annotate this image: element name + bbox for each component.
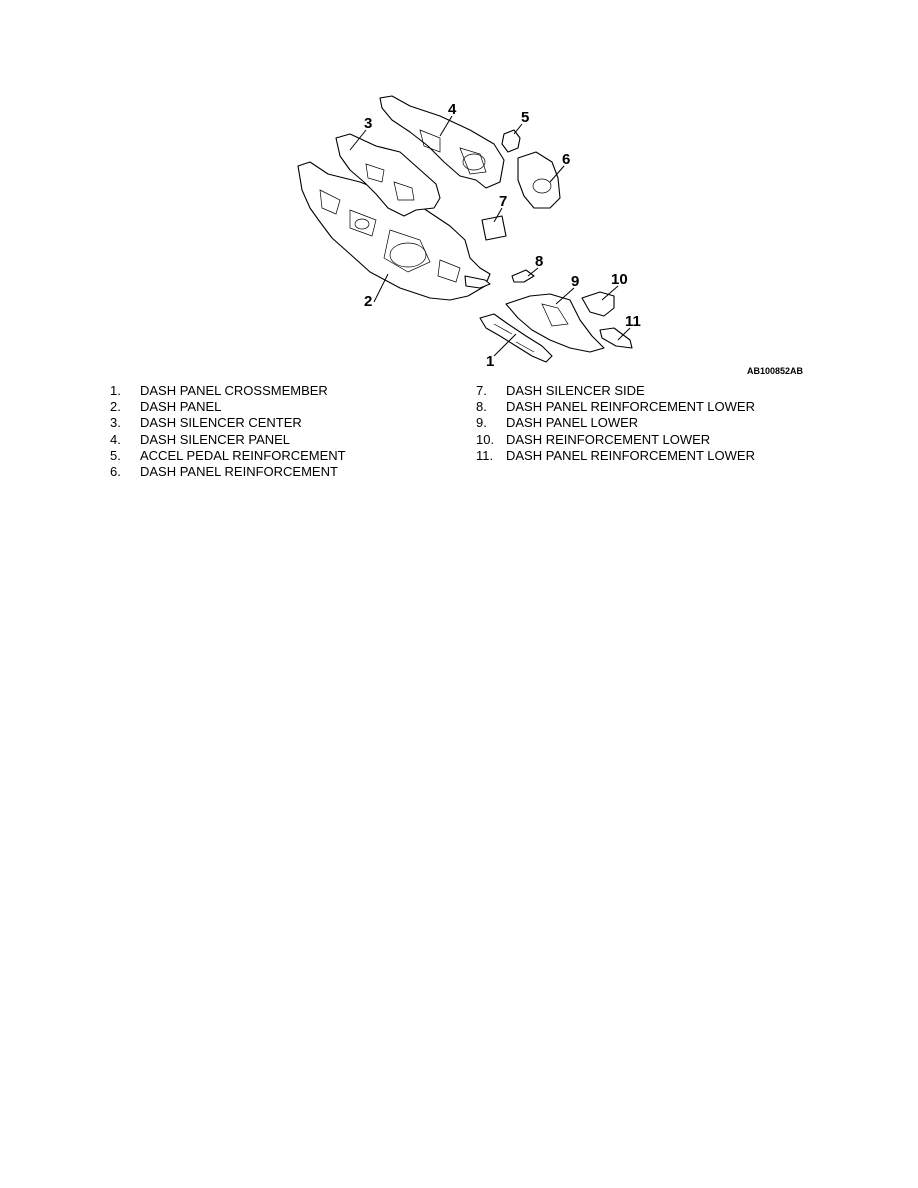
part-dash-silencer-center: [335, 133, 441, 217]
callout-10: 10: [611, 271, 628, 288]
callout-11: 11: [625, 313, 641, 330]
callout-8: 8: [535, 253, 543, 270]
legend-number: 3.: [110, 415, 121, 431]
part-dash-silencer-side: [481, 215, 507, 241]
part-dash-reinforcement-lower: [581, 291, 615, 317]
leader-line-11: [617, 327, 631, 341]
part-dash-panel-reinforcement-lower-11: [599, 327, 633, 349]
legend-number: 8.: [476, 399, 487, 415]
callout-7: 7: [499, 193, 507, 210]
figure-id: AB100852AB: [747, 366, 804, 376]
leader-line-4: [439, 115, 453, 137]
leader-line-1: [493, 333, 517, 357]
legend-label: DASH REINFORCEMENT LOWER: [506, 431, 711, 447]
legend-number: 1.: [110, 383, 121, 398]
legend-number: 7.: [476, 383, 487, 398]
legend-item: 2. DASH PANEL: [110, 399, 346, 415]
leader-line-7: [493, 207, 503, 223]
legend-number: 2.: [110, 399, 121, 415]
part-accel-pedal-reinforcement: [501, 129, 521, 153]
legend-label: DASH SILENCER CENTER: [140, 415, 302, 431]
legend-number: 11.: [476, 447, 494, 463]
legend-item: 7. DASH SILENCER SIDE: [476, 383, 755, 399]
legend-number: 10.: [476, 431, 495, 447]
legend-item: 9. DASH PANEL LOWER: [476, 415, 755, 431]
legend-label: DASH PANEL CROSSMEMBER: [140, 383, 328, 398]
legend-left-column: 1. DASH PANEL CROSSMEMBER 2. DASH PANEL …: [110, 383, 346, 480]
legend-item: 11. DASH PANEL REINFORCEMENT LOWER: [476, 448, 755, 464]
exploded-parts-diagram: 1 2 3 4 5 6 7 8 9 10 11 AB100852AB: [280, 90, 820, 380]
legend-item: 4. DASH SILENCER PANEL: [110, 432, 346, 448]
legend-item: 6. DASH PANEL REINFORCEMENT: [110, 464, 346, 480]
leader-line-10: [601, 285, 619, 301]
legend-right-column: 7. DASH SILENCER SIDE 8. DASH PANEL REIN…: [476, 383, 755, 464]
legend-number: 6.: [110, 464, 121, 480]
legend-item: 1. DASH PANEL CROSSMEMBER: [110, 383, 346, 399]
legend-label: DASH PANEL REINFORCEMENT: [140, 464, 338, 480]
legend-number: 9.: [476, 415, 487, 431]
callout-1: 1: [486, 353, 494, 370]
legend-item: 3. DASH SILENCER CENTER: [110, 415, 346, 431]
legend-item: 8. DASH PANEL REINFORCEMENT LOWER: [476, 399, 755, 415]
legend-label: DASH PANEL LOWER: [506, 415, 639, 431]
legend-label: DASH PANEL REINFORCEMENT LOWER: [506, 399, 755, 415]
part-dash-panel-reinforcement: [517, 151, 561, 209]
leader-line-3: [349, 129, 367, 151]
legend-label: ACCEL PEDAL REINFORCEMENT: [140, 447, 346, 463]
part-dash-panel-lower: [505, 293, 605, 353]
legend-number: 4.: [110, 431, 121, 447]
leader-line-5: [513, 123, 523, 135]
leader-line-6: [549, 165, 565, 183]
legend-label: DASH SILENCER SIDE: [506, 383, 645, 398]
legend-item: 5. ACCEL PEDAL REINFORCEMENT: [110, 448, 346, 464]
leader-line-9: [555, 287, 575, 305]
callout-4: 4: [448, 101, 457, 118]
callout-3: 3: [364, 115, 372, 132]
legend-item: 10. DASH REINFORCEMENT LOWER: [476, 432, 755, 448]
leader-line-8: [527, 267, 539, 277]
callout-9: 9: [571, 273, 579, 290]
legend-number: 5.: [110, 447, 121, 463]
callout-2: 2: [364, 293, 372, 310]
legend-label: DASH PANEL REINFORCEMENT LOWER: [506, 447, 755, 463]
part-dash-panel-crossmember: [479, 313, 553, 363]
leader-line-2: [373, 273, 389, 303]
part-dash-silencer-panel: [379, 95, 505, 189]
legend-label: DASH PANEL: [140, 399, 222, 415]
part-dash-panel-reinforcement-lower-8: [511, 269, 535, 283]
legend-label: DASH SILENCER PANEL: [140, 431, 291, 447]
callout-5: 5: [521, 109, 529, 126]
callout-6: 6: [562, 151, 570, 168]
